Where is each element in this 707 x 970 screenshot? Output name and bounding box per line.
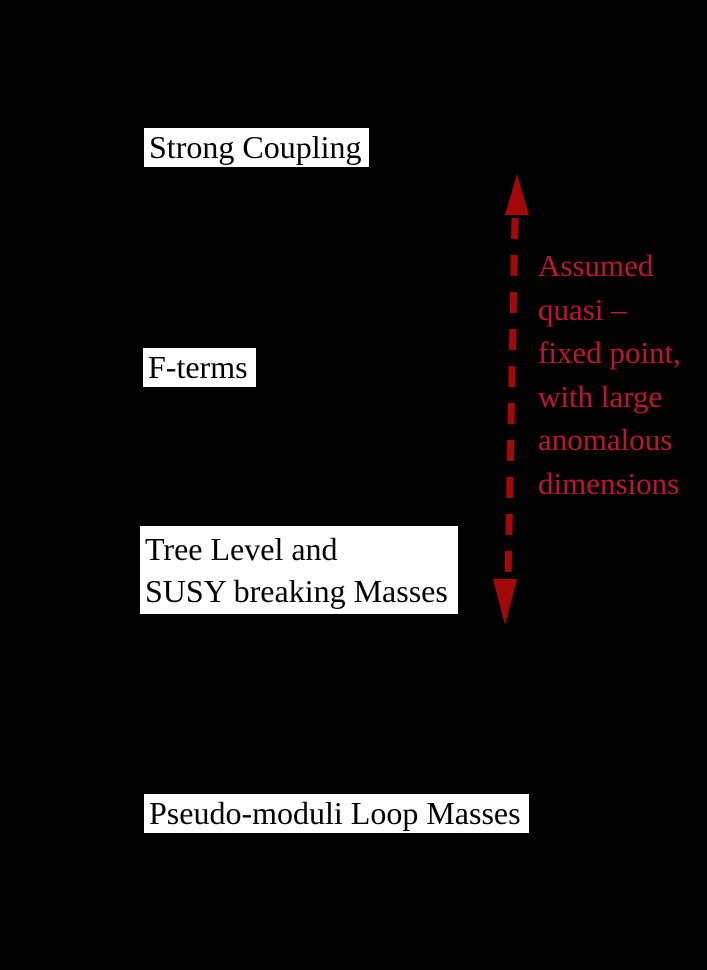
arrow-dashed-shaft xyxy=(504,217,519,581)
scale-label-strong-coupling: Strong Coupling xyxy=(144,128,370,167)
annotation-line: fixed point, xyxy=(538,335,681,370)
scale-label-f-terms: F-terms xyxy=(143,348,256,387)
annotation-line: anomalous xyxy=(538,422,673,457)
scale-label-tree-level: Tree Level and SUSY breaking Masses xyxy=(140,526,458,614)
scale-label-tree-level-line2: SUSY breaking Masses xyxy=(145,573,448,609)
annotation-line: Assumed xyxy=(538,248,654,283)
arrow-up-head-icon xyxy=(505,174,529,215)
annotation-line: quasi – xyxy=(538,291,627,327)
scale-label-tree-level-line1: Tree Level and xyxy=(145,531,338,567)
annotation-quasi-fixed-point: Assumed quasi – fixed point, with large … xyxy=(538,244,681,505)
arrow-down-head-icon xyxy=(493,579,517,625)
annotation-line: dimensions xyxy=(538,465,680,501)
annotation-line: with large xyxy=(538,378,663,414)
scale-label-pseudo-moduli: Pseudo-moduli Loop Masses xyxy=(144,794,529,833)
double-headed-dashed-arrow-icon xyxy=(493,174,529,625)
